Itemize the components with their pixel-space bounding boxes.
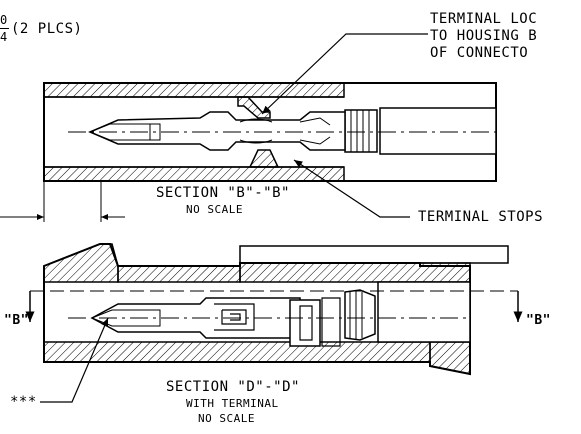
asterisk-callout: *** bbox=[10, 394, 37, 410]
section-b-note: NO SCALE bbox=[186, 203, 243, 216]
terminal-stops-label: TERMINAL STOPS bbox=[418, 209, 544, 225]
lock-callout-leader bbox=[261, 33, 428, 115]
crimp-barrel bbox=[344, 109, 378, 153]
fraction-denominator: 4 bbox=[0, 30, 8, 44]
cable-end bbox=[379, 107, 497, 155]
housing-bottom-wall-hatch bbox=[43, 166, 345, 182]
terminal-body bbox=[88, 111, 346, 151]
fraction-numerator: 0 bbox=[0, 13, 8, 27]
fraction-suffix: (2 PLCS) bbox=[11, 21, 83, 37]
terminal-lock-finger bbox=[237, 96, 271, 119]
section-d-title: SECTION "D"-"D" bbox=[166, 379, 300, 395]
terminal-stop bbox=[248, 149, 280, 168]
fraction-bar bbox=[0, 28, 9, 29]
section-d-d-view bbox=[25, 243, 523, 403]
lock-callout-line2: TO HOUSING B bbox=[430, 28, 538, 44]
lock-callout-line3: OF CONNECTO bbox=[430, 45, 529, 61]
cut-marker-left: "B" bbox=[4, 313, 29, 328]
cut-marker-right: "B" bbox=[526, 313, 551, 328]
section-b-title: SECTION "B"-"B" bbox=[156, 185, 290, 201]
housing-top-wall-hatch bbox=[43, 82, 345, 98]
section-d-note1: WITH TERMINAL bbox=[186, 397, 279, 410]
stops-callout-leader bbox=[293, 159, 410, 218]
section-b-b-view bbox=[0, 33, 500, 222]
section-d-note2: NO SCALE bbox=[198, 412, 255, 425]
lock-callout-line1: TERMINAL LOC bbox=[430, 11, 538, 27]
